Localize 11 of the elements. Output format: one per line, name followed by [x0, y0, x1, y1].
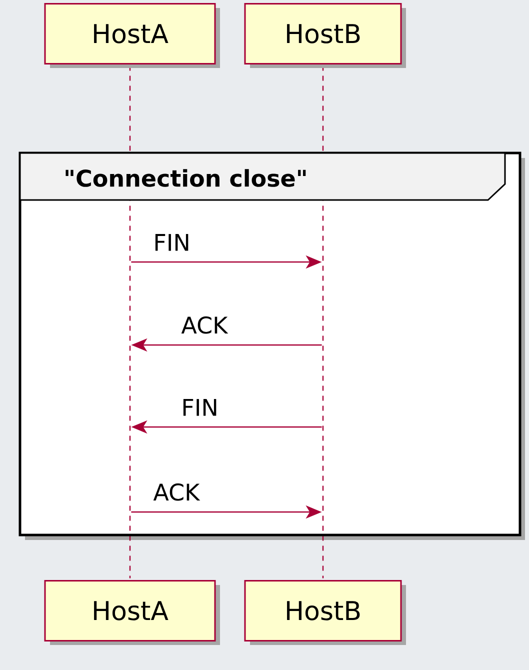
participant-box: HostA [44, 580, 220, 645]
frame-title: "Connection close" [66, 169, 306, 187]
participant-box: HostB [244, 3, 406, 68]
message-label: ACK [181, 316, 228, 334]
lifeline [322, 66, 324, 578]
message-label: FIN [155, 234, 188, 251]
participant-box: HostB [244, 580, 406, 645]
message-label: FIN [183, 399, 216, 416]
message-label: ACK [153, 483, 200, 501]
participant-box: HostA [44, 3, 220, 68]
lifeline [129, 66, 131, 578]
